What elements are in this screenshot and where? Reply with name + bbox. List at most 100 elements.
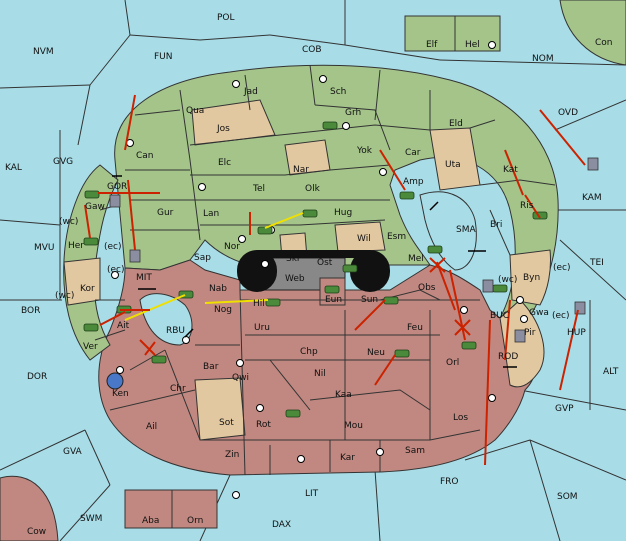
continent-south [98, 259, 537, 476]
label-aba: Aba [142, 516, 159, 526]
label-mou: Mou [344, 421, 363, 431]
label-ris: Ris [520, 201, 534, 211]
label-skr: Skr [286, 254, 301, 264]
label-los: Los [453, 413, 468, 423]
label-qwi: Qwi [232, 373, 249, 383]
label-uta: Uta [445, 160, 461, 170]
label-mit: MIT [136, 273, 152, 283]
label-kat: Kat [503, 165, 518, 175]
label-gvg: GVG [53, 157, 73, 167]
label-ken: Ken [112, 389, 129, 399]
label-nom: NOM [532, 54, 554, 64]
label-wc3: (wc) [498, 275, 517, 285]
blue-unit-ken [106, 372, 124, 390]
label-con: Con [595, 38, 613, 48]
label-ec1: (ec) [104, 242, 122, 252]
label-wc1: (wc) [59, 217, 78, 227]
label-web: Web [285, 274, 305, 284]
label-eun: Eun [325, 295, 342, 305]
label-cob: COB [302, 45, 322, 55]
label-qua: Qua [186, 106, 204, 116]
label-olk: Olk [305, 184, 321, 194]
label-jad: Jad [243, 87, 258, 97]
label-grh: Grh [345, 108, 361, 118]
label-nvm: NVM [33, 47, 54, 57]
label-ec4: (ec) [552, 311, 570, 321]
label-dor: DOR [27, 372, 47, 382]
label-lan: Lan [203, 209, 219, 219]
label-nab: Nab [209, 284, 227, 294]
label-neu: Neu [367, 348, 385, 358]
black-bar [257, 250, 370, 258]
label-ost: Ost [317, 258, 333, 268]
province-borders [94, 64, 556, 476]
label-alt: ALT [603, 367, 619, 377]
black-pill-left [237, 250, 277, 292]
label-gwa: Gwa [529, 308, 549, 318]
label-pol: POL [217, 13, 235, 23]
label-som: SOM [557, 492, 578, 502]
label-car: Car [405, 148, 421, 158]
label-hil: Hil [253, 299, 265, 309]
label-bar: Bar [203, 362, 219, 372]
province-sot[interactable] [194, 377, 246, 441]
label-lit: LIT [305, 489, 319, 499]
label-orl: Orl [446, 358, 459, 368]
label-byn: Byn [523, 273, 540, 283]
label-jos: Jos [216, 124, 230, 134]
label-tei: TEI [589, 258, 604, 268]
label-can: Can [136, 151, 154, 161]
label-amp: Amp [403, 177, 424, 187]
label-buc: BUC [490, 311, 509, 321]
label-fro: FRO [440, 477, 459, 487]
label-ver: Ver [83, 342, 98, 352]
label-ail: Ail [146, 422, 157, 432]
label-gor: GOR [107, 182, 127, 192]
label-ec2: (ec) [553, 263, 571, 273]
label-chp: Chp [300, 347, 318, 357]
label-fun: FUN [154, 52, 173, 62]
province-elf[interactable] [404, 15, 456, 52]
label-eld: Eld [449, 119, 463, 129]
label-nar: Nar [293, 165, 309, 175]
label-swm: SWM [80, 514, 102, 524]
label-ait: Ait [117, 321, 130, 331]
label-chr: Chr [170, 384, 186, 394]
label-kor: Kor [80, 284, 95, 294]
label-yok: Yok [356, 146, 373, 156]
label-nil: Nil [314, 369, 326, 379]
label-kar: Kar [340, 453, 355, 463]
two-way-arrows [112, 175, 517, 368]
label-mvu: MVU [34, 243, 55, 253]
province-byn[interactable] [509, 249, 551, 306]
label-orn: Orn [187, 516, 203, 526]
label-esm: Esm [387, 232, 406, 242]
label-her: Her [68, 241, 84, 251]
label-wil: Wil [357, 234, 371, 244]
province-orn[interactable] [171, 489, 218, 529]
label-zin: Zin [225, 450, 239, 460]
province-wil[interactable] [334, 221, 386, 253]
label-gaw: Gaw [85, 202, 105, 212]
label-gva: GVA [63, 447, 83, 457]
label-sam: Sam [405, 446, 425, 456]
province-jos[interactable] [191, 99, 276, 146]
label-mel: Mel [408, 254, 424, 264]
label-hug: Hug [334, 208, 352, 218]
label-tel: Tel [252, 184, 265, 194]
label-pir: Pir [524, 328, 536, 338]
label-wc2: (wc) [55, 291, 74, 301]
province-aba[interactable] [124, 489, 173, 529]
label-kal: KAL [5, 163, 22, 173]
label-sap: Sap [194, 253, 211, 263]
support-arrows [124, 212, 304, 321]
label-elc: Elc [218, 158, 231, 168]
label-sun: Sun [361, 295, 378, 305]
label-gur: Gur [157, 208, 174, 218]
sea-sma[interactable] [419, 191, 477, 271]
label-nog: Nog [214, 305, 232, 315]
black-pill-right [350, 250, 390, 292]
label-kam: KAM [582, 193, 602, 203]
map-labels: POL NVM FUN COB NOM Con Elf Hel OVD KAL … [5, 13, 619, 537]
